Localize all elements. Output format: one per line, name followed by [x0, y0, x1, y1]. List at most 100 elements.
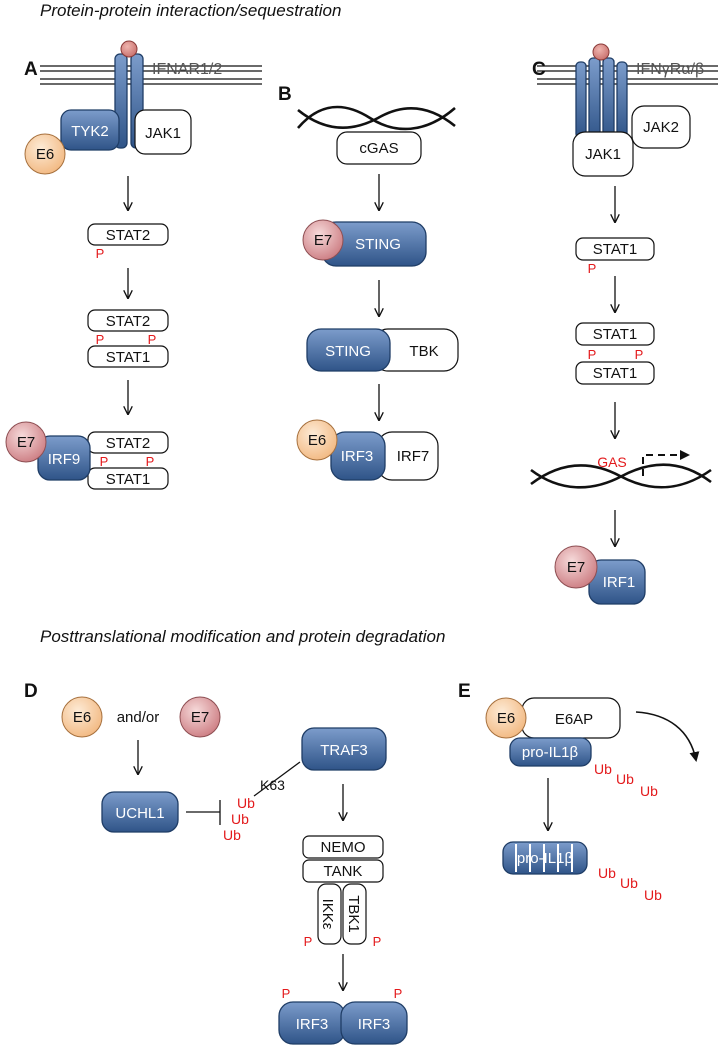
ubiquitin-label: Ub: [616, 771, 634, 787]
protein-label: TYK2: [71, 123, 109, 140]
protein-label: STAT1: [106, 471, 150, 488]
protein-label: E7: [567, 559, 585, 576]
phospho-label: P: [373, 934, 382, 949]
ubiquitin-label: Ub: [644, 887, 662, 903]
protein-box: [342, 883, 367, 945]
protein-box: [317, 883, 342, 945]
protein-label: TANK: [324, 863, 363, 880]
protein-label: IRF1: [603, 574, 636, 591]
panel-a: A IFNAR1/2 JAK1 TYK2 E6 STAT2 P STAT2 P …: [5, 40, 262, 490]
protein-label: STAT1: [106, 349, 150, 366]
receptor-subunit: [616, 61, 628, 139]
phospho-label: P: [96, 246, 105, 261]
ubiquitin-label: Ub: [640, 783, 658, 799]
protein-label: STAT2: [106, 313, 150, 330]
protein-box-blue: [330, 431, 386, 481]
protein-label: pro-IL1β: [517, 850, 574, 867]
viral-oncoprotein: [296, 419, 338, 461]
curved-arrow: [635, 711, 700, 762]
protein-label: E7: [314, 232, 332, 249]
phospho-label: P: [588, 261, 597, 276]
protein-label: E6: [308, 432, 326, 449]
protein-label: UCHL1: [115, 805, 164, 822]
ubiquitin-label: Ub: [231, 811, 249, 827]
protein-box: [302, 859, 384, 883]
panel-letter-d: D: [24, 681, 38, 702]
phospho-label: P: [588, 347, 597, 362]
phospho-label: P: [146, 454, 155, 469]
protein-box: [631, 105, 691, 149]
panel-letter-a: A: [24, 59, 38, 80]
phospho-label: P: [282, 986, 291, 1001]
protein-label: STING: [325, 343, 371, 360]
protein-label: E7: [191, 709, 209, 726]
protein-label: STAT1: [593, 365, 637, 382]
protein-label: E6: [36, 146, 54, 163]
k63-label: K63: [260, 777, 285, 793]
protein-box-blue: [60, 109, 120, 151]
protein-box-blue: [301, 727, 387, 771]
viral-oncoprotein: [61, 696, 103, 738]
protein-label: NEMO: [321, 839, 366, 856]
protein-label: IKKε: [319, 899, 336, 930]
viral-oncoprotein: [554, 545, 598, 589]
protein-label: STAT1: [593, 326, 637, 343]
receptor-subunit: [588, 57, 601, 141]
protein-box: [302, 835, 384, 859]
viral-oncoprotein: [179, 696, 221, 738]
panel-letter-c: C: [532, 59, 546, 80]
panel-e: E E6AP E6 pro-IL1β Ub Ub Ub pro-IL1β Ub …: [458, 681, 700, 903]
protein-box: [575, 237, 655, 261]
ubiquitin-label: Ub: [594, 761, 612, 777]
phospho-label: P: [304, 934, 313, 949]
protein-label: cGAS: [359, 140, 398, 157]
protein-box-blue: [101, 791, 179, 833]
panel-c: C IFNγRα/β JAK2 JAK1 STAT1 P STAT1 P P S…: [530, 43, 718, 605]
protein-box: [575, 322, 655, 346]
phospho-label: P: [96, 332, 105, 347]
viral-oncoprotein: [5, 421, 47, 463]
protein-box-blue: [509, 737, 592, 767]
protein-box: [336, 131, 422, 165]
ifn-ligand: [592, 43, 610, 61]
protein-label: E6AP: [555, 711, 593, 728]
protein-label: STAT1: [593, 241, 637, 258]
dna-strand: [297, 107, 456, 129]
panel-b: B cGAS STING E7 TBK STING IRF7 IRF3 E6: [278, 84, 459, 481]
protein-label: IRF3: [296, 1016, 329, 1033]
protein-box-blue: [306, 328, 391, 372]
ubiquitin-label: Ub: [223, 827, 241, 843]
protein-label: pro-IL1β: [522, 744, 579, 761]
gas-label: GAS: [597, 454, 627, 470]
viral-oncoprotein: [302, 219, 344, 261]
protein-label: TBK1: [345, 895, 362, 933]
protein-label: JAK2: [643, 119, 679, 136]
receptor-label: IFNAR1/2: [152, 61, 222, 78]
panel-letter-b: B: [278, 84, 292, 105]
protein-box: [87, 309, 169, 332]
ubiquitin-chain-line: [253, 761, 301, 797]
protein-label: IRF3: [341, 448, 374, 465]
ifn-ligand: [120, 40, 138, 58]
protein-label: IRF3: [358, 1016, 391, 1033]
protein-label: JAK1: [585, 146, 621, 163]
panel-d: D E6 and/or E7 UCHL1 Ub Ub Ub K63 TRAF3 …: [24, 681, 408, 1045]
protein-label: IRF7: [397, 448, 430, 465]
dna-strand: [530, 463, 712, 489]
receptor-subunit: [602, 57, 615, 141]
protein-label: JAK1: [145, 125, 181, 142]
protein-box: [87, 467, 169, 490]
dna-strand: [297, 105, 456, 131]
receptor-subunit: [575, 61, 587, 139]
protein-label: TRAF3: [320, 742, 368, 759]
protein-box: [575, 361, 655, 385]
protein-box: [572, 131, 634, 177]
panel-letter-e: E: [458, 681, 471, 702]
degradation-stripes: [515, 844, 573, 872]
phospho-label: P: [148, 332, 157, 347]
protein-label: STAT2: [106, 435, 150, 452]
protein-label: E7: [17, 434, 35, 451]
protein-box: [87, 223, 169, 246]
viral-oncoprotein: [24, 133, 66, 175]
